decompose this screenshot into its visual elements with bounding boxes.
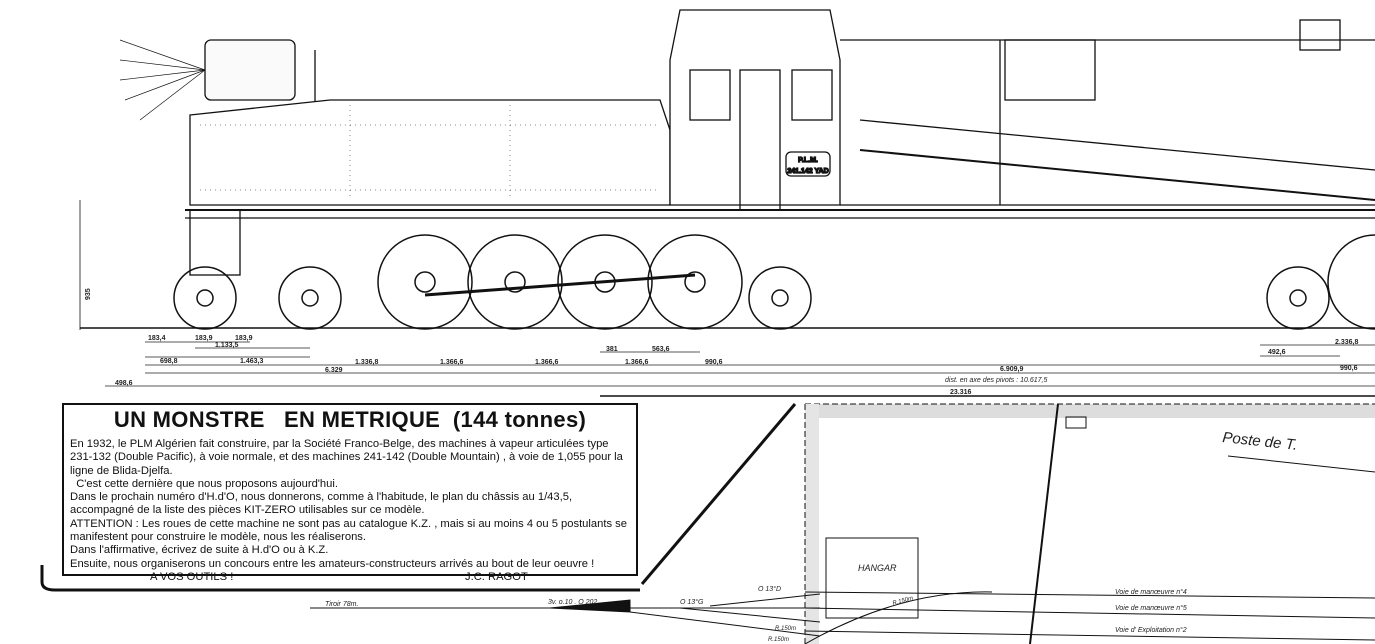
- radius-label: R.150m: [768, 637, 789, 643]
- track-label-voie5: Voie de manœuvre n°5: [1115, 604, 1187, 612]
- cab: [669, 9, 841, 206]
- article-signature: A VOS OUTILS ! J.C. RAGOT: [70, 571, 630, 584]
- radius-label: R.150m: [892, 596, 914, 607]
- dimension-label: 990,6: [1340, 365, 1358, 372]
- dimension-label: 492,6: [1268, 349, 1286, 356]
- track-plan: [310, 403, 1375, 644]
- dimension-label: 183,9: [195, 335, 213, 342]
- dimension-label: 23.316: [950, 389, 972, 396]
- coupling-rod: [424, 273, 696, 297]
- dimension-label: 183,9: [235, 335, 253, 342]
- dimension-label: 6.909,9: [1000, 366, 1023, 373]
- track-label-voie4: Voie de manœuvre n°4: [1115, 588, 1187, 596]
- dimension-label: 698,8: [160, 358, 178, 365]
- dimension-label: 1.366,6: [625, 359, 648, 366]
- closing-line: A VOS OUTILS !: [150, 570, 234, 583]
- station-area: [805, 404, 1375, 418]
- article-box: UN MONSTRE EN METRIQUE (144 tonnes) En 1…: [62, 403, 638, 583]
- article-paragraph: En 1932, le PLM Algérien fait construire…: [70, 438, 623, 477]
- dimension-label: 1.336,8: [355, 359, 378, 366]
- dimension-label: 1.366,6: [535, 359, 558, 366]
- dimension-label: 1.463,3: [240, 358, 263, 365]
- track-label-voie2: Voie d' Exploitation n°2: [1115, 626, 1187, 634]
- headlamp: [204, 39, 296, 101]
- builder-plate: [785, 151, 831, 177]
- article-paragraph: Dans l'affirmative, écrivez de suite à H…: [70, 544, 329, 557]
- author-name: J.C. RAGOT: [465, 570, 528, 583]
- article-paragraph: Ensuite, nous organiserons un concours e…: [70, 557, 595, 570]
- locomotive-elevation: P.L.M. 241.142 YAD: [79, 9, 1375, 330]
- plate-text-1: P.L.M.: [798, 157, 818, 164]
- page-rule: [40, 565, 640, 592]
- dimension-label: 1.366,6: [440, 359, 463, 366]
- wheels: [173, 234, 1375, 330]
- plate-text-2: 241.142 YAD: [787, 168, 828, 175]
- dimension-label: 183,4: [148, 335, 166, 342]
- dimension-label: 563,6: [652, 346, 670, 353]
- article-paragraph: Dans le prochain numéro d'H.d'O, nous do…: [70, 491, 573, 517]
- hangar: [825, 537, 919, 619]
- dimension-label: 990,6: [705, 359, 723, 366]
- article-paragraph: C'est cette dernière que nous proposons …: [70, 477, 338, 490]
- switch-g-label: O 13°G: [680, 598, 704, 606]
- article-paragraph: ATTENTION : Les roues de cette machine n…: [70, 517, 627, 544]
- height-dimension: 935: [85, 288, 92, 300]
- tiroir-label: Tiroir 78m.: [325, 601, 358, 608]
- poste-label: Poste de T.: [1222, 429, 1299, 454]
- radius-label: R.150m: [775, 626, 796, 632]
- dimension-label: 381: [606, 346, 618, 353]
- dimension-label: 6.329: [325, 367, 343, 374]
- dimension-label: 498,6: [115, 380, 133, 387]
- dimension-label: 2.336,8: [1335, 339, 1358, 346]
- boiler: [840, 39, 1375, 206]
- dimension-label: 1.133,5: [215, 342, 238, 349]
- diagonal-rule: [640, 403, 797, 585]
- article-title: UN MONSTRE EN METRIQUE (144 tonnes): [113, 407, 587, 432]
- headlamp-rays-icon: [119, 39, 206, 121]
- pivot-distance-label: dist. en axe des pivots : 10.617,5: [945, 377, 1047, 384]
- dimension-lines: [105, 341, 1375, 387]
- switch-label: 3v. o.10 . O 202: [548, 599, 597, 606]
- dimension-labels: 183,4 183,9 183,9 1.133,5 698,8 1.463,3 …: [115, 335, 1358, 396]
- switch-d-label: O 13°D: [758, 585, 781, 593]
- front-tank: [189, 99, 671, 206]
- hangar-label: HANGAR: [858, 563, 897, 573]
